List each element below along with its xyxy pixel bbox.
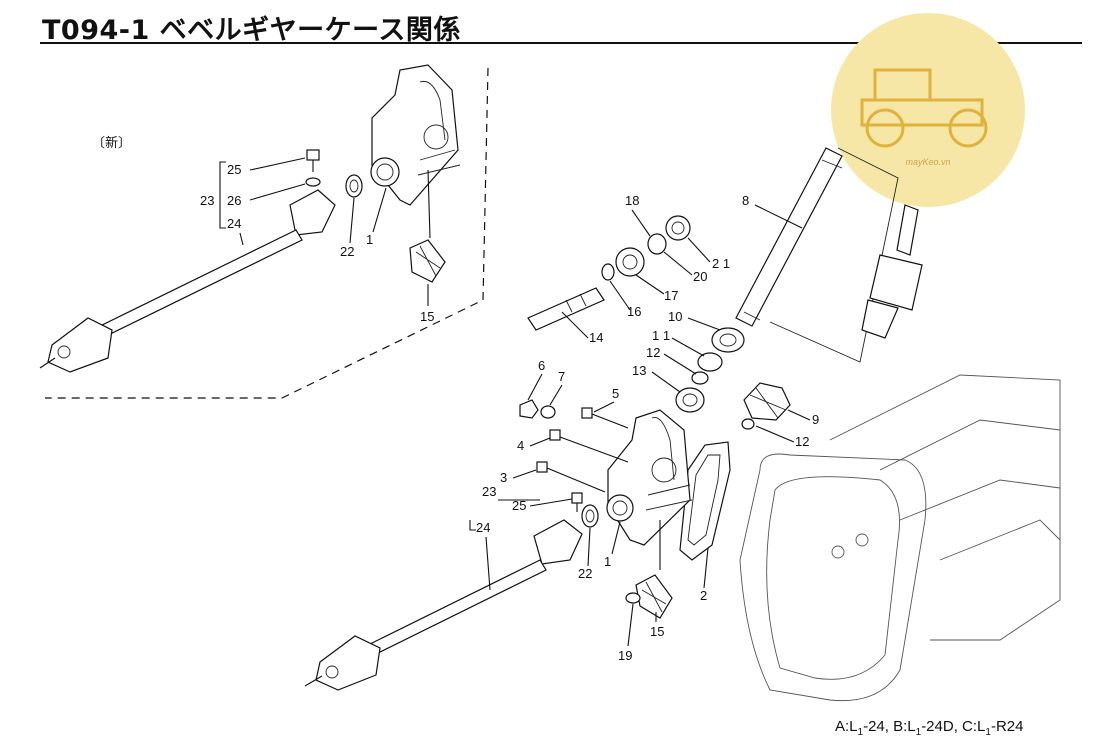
label-23-main: 23 [482,484,496,499]
label-10: 10 [668,309,682,324]
label-7: 7 [558,369,565,384]
label-26: 26 [227,193,241,208]
label-4: 4 [517,438,524,453]
label-1-inset: 1 [366,232,373,247]
label-13: 13 [632,363,646,378]
watermark-logo: mayKeo.vn [831,13,1025,207]
label-15-main: 15 [650,624,664,639]
inset-boundary [45,67,489,399]
new-version-label: 〔新〕 [92,135,131,150]
label-25-main: 25 [512,498,526,513]
watermark-text: mayKeo.vn [905,157,950,167]
label-16: 16 [627,304,641,319]
label-19: 19 [618,648,632,663]
label-11: 1 1 [652,328,670,343]
label-2: 2 [700,588,707,603]
main-assembly [304,147,1061,702]
label-8: 8 [742,193,749,208]
main-labels: 8 18 2 1 20 17 16 10 14 1 1 12 13 9 12 6… [469,193,819,663]
inset-new-assembly [39,64,461,373]
label-22-main: 22 [578,566,592,581]
label-14: 14 [589,330,603,345]
label-20: 20 [693,269,707,284]
label-17: 17 [664,288,678,303]
label-12-upper: 12 [646,345,660,360]
label-6: 6 [538,358,545,373]
model-applicability-note: A:L1-24, B:L1-24D, C:L1-R24 [835,718,1024,738]
label-9: 9 [812,412,819,427]
page-title: T094-1 ベベルギヤーケース関係 [42,15,461,46]
inset-labels: 25 23 26 24 22 1 15 [200,157,434,324]
label-24-main: 24 [476,520,490,535]
label-12-lower: 12 [795,434,809,449]
label-5: 5 [612,386,619,401]
label-25-inset: 25 [227,162,241,177]
title-rule [40,42,1082,44]
label-22-inset: 22 [340,244,354,259]
label-1-main: 1 [604,554,611,569]
label-24-inset: 24 [227,216,241,231]
label-3: 3 [500,470,507,485]
label-21: 2 1 [712,256,730,271]
label-15-inset: 15 [420,309,434,324]
label-23-inset: 23 [200,193,214,208]
label-18: 18 [625,193,639,208]
